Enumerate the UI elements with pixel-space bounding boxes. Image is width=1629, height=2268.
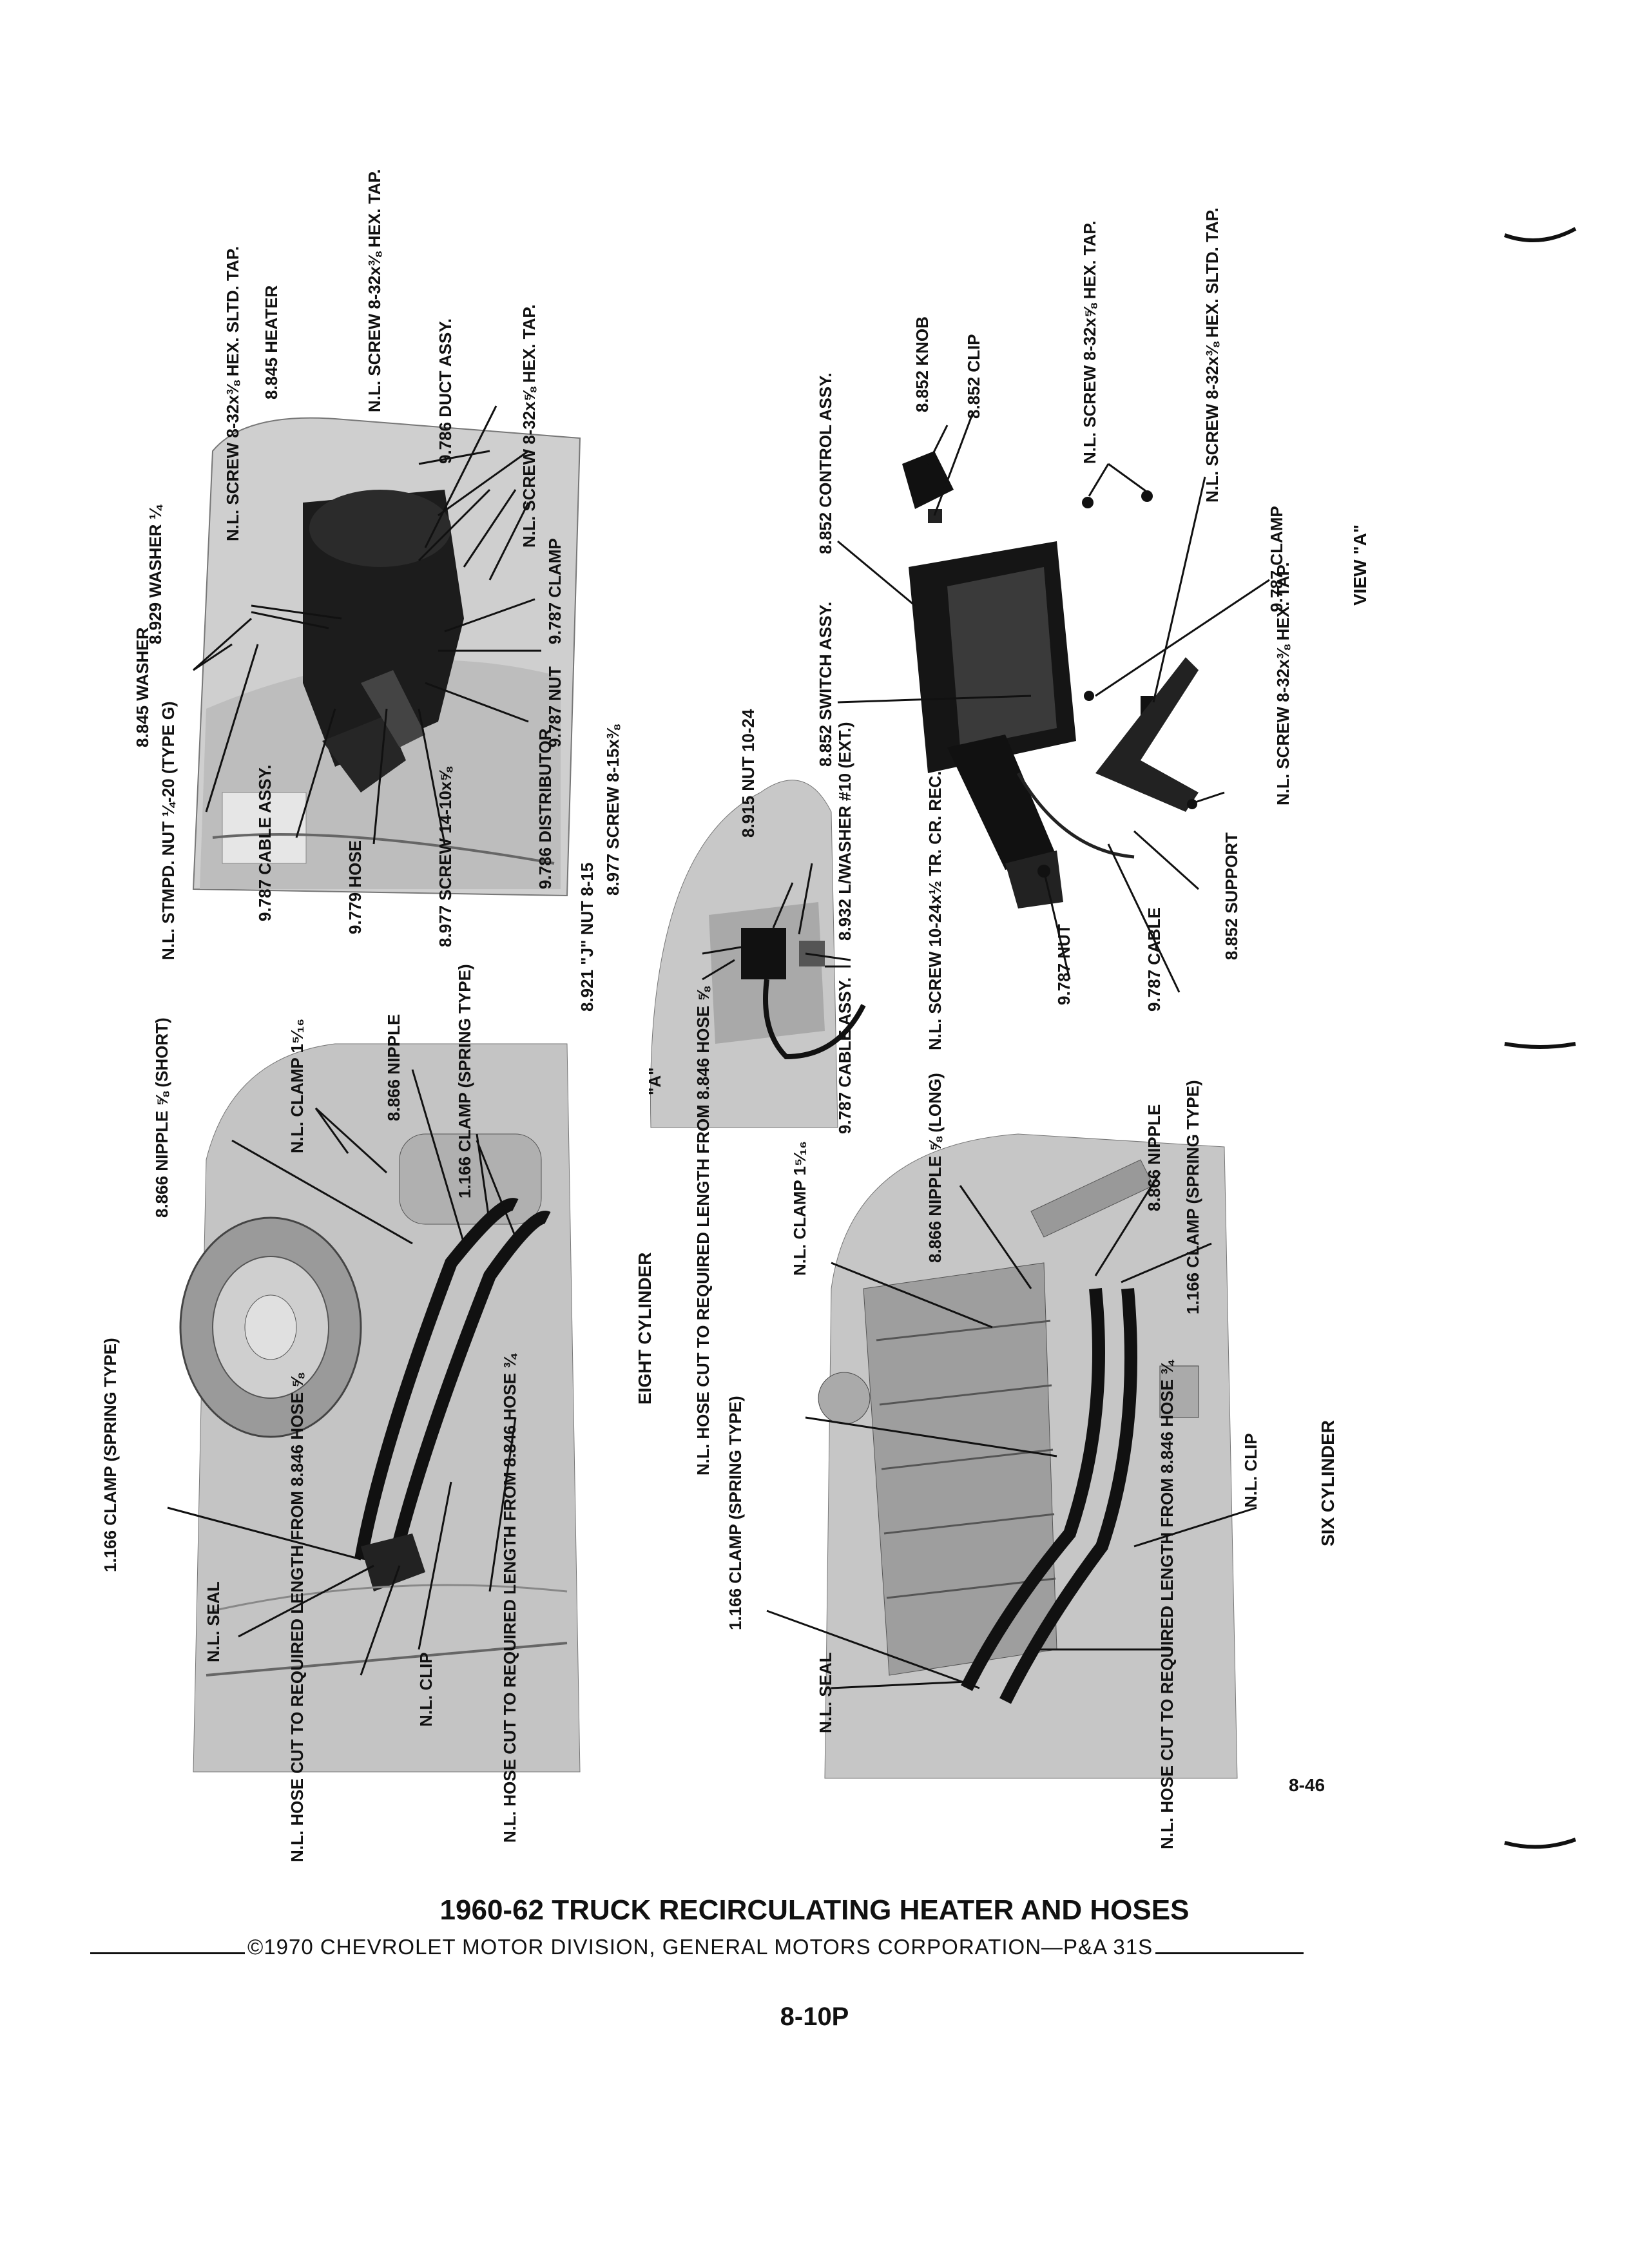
switch-callout: N.L. SCREW 10-24x½ TR. CR. REC. [925, 771, 945, 1050]
heater-callout: 8.929 WASHER ¼ [146, 504, 165, 644]
control-assembly-drawing [902, 451, 1199, 908]
control-callout: 9.787 CLAMP [1267, 506, 1286, 612]
copyright-line: ©1970 CHEVROLET MOTOR DIVISION, GENERAL … [90, 1935, 1353, 1959]
six-callout: N.L. SEAL [816, 1652, 835, 1733]
six-callout: N.L. CLIP [1241, 1433, 1260, 1508]
six-callout: N.L. HOSE CUT TO REQUIRED LENGTH FROM 8.… [1157, 1360, 1177, 1849]
heater-callout: N.L. SCREW 8-32x⅜ HEX. SLTD. TAP. [223, 246, 242, 541]
control-callout: 8.852 CLIP [964, 334, 983, 419]
heater-callout: N.L. SCREW 8-32x⅝ HEX. TAP. [519, 304, 539, 548]
view-a-title: VIEW "A" [1350, 524, 1370, 606]
eight-callout: N.L. CLIP [416, 1652, 436, 1727]
heater-callout: 9.786 DISTRIBUTOR [535, 728, 555, 889]
eight-cylinder-title: EIGHT CYLINDER [635, 1253, 655, 1405]
page-title: 1960-62 TRUCK RECIRCULATING HEATER AND H… [439, 1894, 1190, 1926]
switch-callout: 8.977 SCREW 8-15x⅜ [603, 724, 622, 896]
six-callout: 8.866 NIPPLE [1144, 1104, 1164, 1211]
rule-left [90, 1952, 245, 1954]
heater-callout: N.L. SCREW 8-32x⅜ HEX. TAP. [365, 169, 384, 412]
eight-callout: N.L. SEAL [204, 1581, 223, 1662]
switch-callout: 8.915 NUT 10-24 [738, 709, 758, 838]
control-callout: 8.852 SWITCH ASSY. [816, 602, 835, 767]
eight-callout: N.L. HOSE CUT TO REQUIRED LENGTH FROM 8.… [500, 1353, 519, 1843]
heater-callout: 9.786 DUCT ASSY. [436, 318, 455, 464]
six-cylinder-photo [818, 1133, 1238, 1779]
heater-callout: 9.779 HOSE [345, 840, 365, 934]
page-number: 8-10P [780, 2003, 849, 2031]
binder-mark [1503, 227, 1577, 242]
six-callout: N.L. HOSE CUT TO REQUIRED LENGTH FROM 8.… [693, 986, 713, 1475]
heater-callout: 8.977 SCREW 14-10x⅝ [436, 766, 455, 947]
eight-callout: N.L. HOSE CUT TO REQUIRED LENGTH FROM 8.… [287, 1372, 307, 1862]
control-callout: 9.787 NUT [1054, 924, 1074, 1005]
control-callout: 8.852 SUPPORT [1222, 832, 1241, 960]
switch-panel-photo [650, 780, 866, 1128]
leader-lines [167, 405, 1270, 1689]
callout-labels: 8.845 WASHER 8.929 WASHER ¼ N.L. SCREW 8… [101, 169, 1293, 1862]
heater-callout: 9.787 NUT [545, 666, 564, 747]
binder-mark [1504, 1042, 1576, 1049]
switch-callout: 8.932 L/WASHER #10 (EXT.) [835, 722, 854, 941]
binder-mark [1504, 1838, 1577, 1849]
control-callout: 8.852 KNOB [912, 316, 932, 412]
figure-titles: EIGHT CYLINDER SIX CYLINDER VIEW "A" 8-4… [635, 524, 1370, 1795]
control-callout: N.L. SCREW 8-32x⅜ HEX. SLTD. TAP. [1202, 207, 1222, 503]
rule-right [1155, 1952, 1304, 1954]
heater-callout: 8.845 HEATER [262, 285, 281, 399]
control-callout: N.L. SCREW 8-32x⅝ HEX. TAP. [1080, 220, 1099, 464]
control-callout: N.L. SCREW 8-32x⅜ HEX. TAP. [1273, 562, 1293, 805]
heater-callout: 9.787 CABLE ASSY. [255, 765, 275, 921]
eight-cylinder-photo [179, 1043, 581, 1773]
six-cylinder-title: SIX CYLINDER [1318, 1420, 1338, 1546]
eight-callout: 8.866 NIPPLE [384, 1014, 403, 1121]
control-callout: 8.852 CONTROL ASSY. [816, 372, 835, 554]
six-callout: 8.866 NIPPLE ⅝ (LONG) [925, 1073, 945, 1263]
view-a-marker: "A" [645, 1068, 664, 1095]
six-callout: 1.166 CLAMP (SPRING TYPE) [726, 1396, 745, 1630]
heater-callout: 9.787 CLAMP [545, 538, 564, 644]
switch-callout: 8.921 "J" NUT 8-15 [577, 863, 597, 1012]
copyright-text: ©1970 CHEVROLET MOTOR DIVISION, GENERAL … [247, 1935, 1153, 1959]
control-callout: 9.787 CABLE [1144, 907, 1164, 1012]
switch-callout: 9.787 CABLE ASSY. [835, 977, 854, 1134]
eight-callout: 1.166 CLAMP (SPRING TYPE) [101, 1338, 120, 1572]
eight-callout: 1.166 CLAMP (SPRING TYPE) [455, 964, 474, 1198]
eight-callout: N.L. CLAMP 1⁵⁄₁₆ [287, 1019, 307, 1153]
heater-callout: N.L. STMPD. NUT ¼-20 (TYPE G) [159, 701, 178, 960]
sheet-number: 8-46 [1289, 1775, 1325, 1795]
six-callout: N.L. CLAMP 1⁵⁄₁₆ [790, 1141, 809, 1276]
heater-callout: 8.845 WASHER [133, 627, 152, 747]
eight-callout: 8.866 NIPPLE ⅝ (SHORT) [152, 1017, 171, 1218]
six-callout: 1.166 CLAMP (SPRING TYPE) [1183, 1080, 1202, 1314]
